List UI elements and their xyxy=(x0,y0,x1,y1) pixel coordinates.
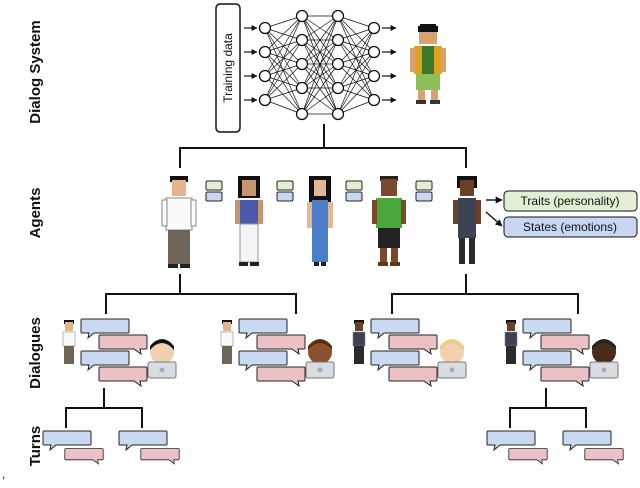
nn-node xyxy=(295,57,309,71)
turn-2 xyxy=(118,430,180,465)
laptop-user-avatar xyxy=(589,339,619,379)
speech-bubble-icon xyxy=(256,366,306,387)
agent-2-avatar xyxy=(235,176,263,266)
training-data-label: Training data xyxy=(221,33,235,103)
agent-2-state-icon xyxy=(276,180,294,202)
nn-node xyxy=(367,45,381,59)
speech-bubble-icon xyxy=(98,366,148,387)
nn-node xyxy=(331,81,345,95)
nn-node xyxy=(258,45,272,59)
stray-mark: , xyxy=(2,467,5,481)
speech-bubble-icon xyxy=(64,448,104,465)
agent-1-state-icon xyxy=(205,180,223,202)
states-box: States (emotions) xyxy=(503,216,638,238)
nn-connections xyxy=(264,15,375,115)
agent-4-state-icon xyxy=(415,180,433,202)
laptop-user-avatar xyxy=(147,339,177,379)
speech-bubble-icon xyxy=(562,430,612,451)
agent-5-attribute-arrows xyxy=(485,196,503,227)
turn-1 xyxy=(42,430,104,465)
dialogue-1 xyxy=(62,318,177,387)
speech-bubble-icon xyxy=(486,430,536,451)
speech-bubble-icon xyxy=(118,430,168,451)
dialogue-agent-avatar xyxy=(62,320,76,364)
states-label: States (emotions) xyxy=(523,220,617,234)
agent-1-avatar xyxy=(161,176,197,268)
speech-bubble-icon xyxy=(540,366,590,387)
row-label-agents: Agents xyxy=(27,188,44,239)
nn-arrows xyxy=(244,25,397,103)
training-data-box: Training data xyxy=(215,3,241,133)
speech-bubble-icon xyxy=(140,448,180,465)
dialogue-2 xyxy=(220,318,335,387)
nn-node xyxy=(331,33,345,47)
laptop-user-avatar xyxy=(437,339,467,379)
dialogue-3 xyxy=(352,318,467,387)
nn-node xyxy=(331,107,345,121)
nn-node xyxy=(295,81,309,95)
speech-bubble-icon xyxy=(388,366,438,387)
traits-label: Traits (personality) xyxy=(521,194,620,208)
speech-bubble-icon xyxy=(42,430,92,451)
nn-node xyxy=(367,21,381,35)
dialog-system-avatar xyxy=(410,24,446,104)
dialogue-agent-avatar xyxy=(504,320,518,364)
nn-node xyxy=(295,33,309,47)
neural-network-icon xyxy=(244,9,397,121)
nn-node xyxy=(258,93,272,107)
nn-node xyxy=(331,57,345,71)
speech-bubble-icon xyxy=(508,448,548,465)
row-label-dialog-system: Dialog System xyxy=(27,20,44,123)
nn-node xyxy=(295,107,309,121)
dialogue-4 xyxy=(504,318,619,387)
turn-3 xyxy=(486,430,548,465)
dialogues-group xyxy=(62,318,619,387)
turns-group xyxy=(42,430,624,465)
laptop-user-avatar xyxy=(305,339,335,379)
row-label-dialogues: Dialogues xyxy=(27,317,44,389)
agent-3-avatar xyxy=(307,176,333,266)
agent-5-avatar xyxy=(453,176,481,264)
speech-bubble-icon xyxy=(584,448,624,465)
agent-3-state-icon xyxy=(345,180,363,202)
row-label-turns: Turns xyxy=(27,426,44,467)
agent-4-avatar xyxy=(372,176,406,266)
dialogue-agent-avatar xyxy=(220,320,234,364)
nn-node xyxy=(331,9,345,23)
turn-4 xyxy=(562,430,624,465)
dialogue-agent-avatar xyxy=(352,320,366,364)
tree-lines xyxy=(65,124,587,428)
nn-node xyxy=(258,21,272,35)
nn-node xyxy=(258,69,272,83)
nn-node xyxy=(367,93,381,107)
traits-box: Traits (personality) xyxy=(503,190,638,212)
nn-node xyxy=(295,9,309,23)
nn-node xyxy=(367,69,381,83)
